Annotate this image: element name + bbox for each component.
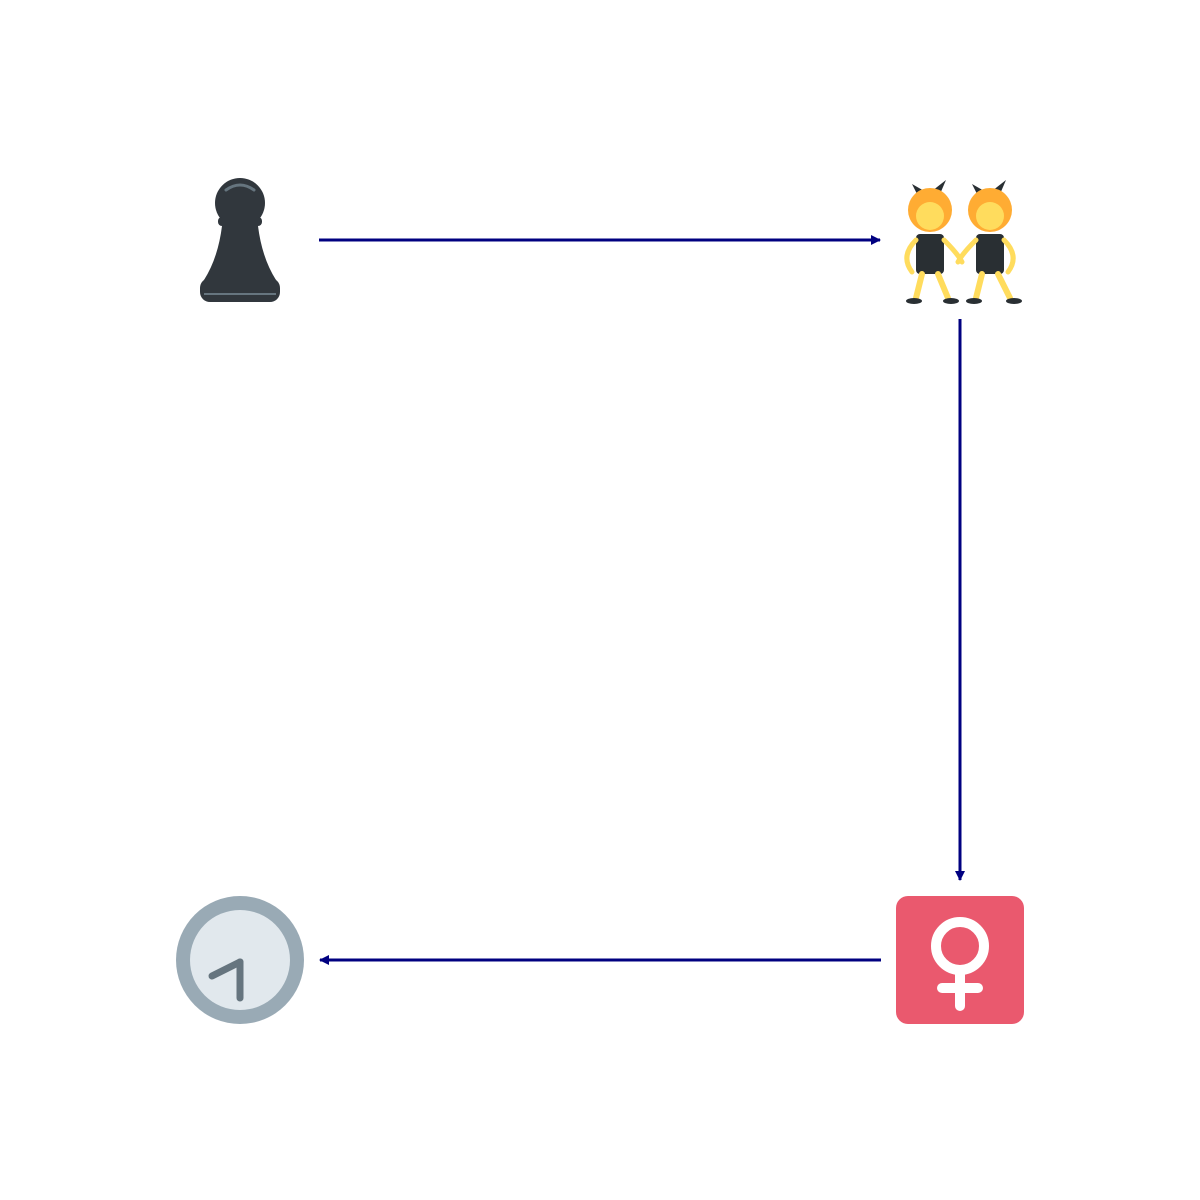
people-with-bunny-ears-icon xyxy=(904,180,1022,304)
female-sign-icon xyxy=(896,896,1024,1024)
seven-oclock-icon xyxy=(176,896,304,1024)
chess-pawn-icon xyxy=(200,178,280,302)
clock-hour-hand xyxy=(208,958,244,980)
right-dancer xyxy=(955,180,1022,304)
edges xyxy=(319,235,965,965)
left-dancer xyxy=(904,180,965,304)
